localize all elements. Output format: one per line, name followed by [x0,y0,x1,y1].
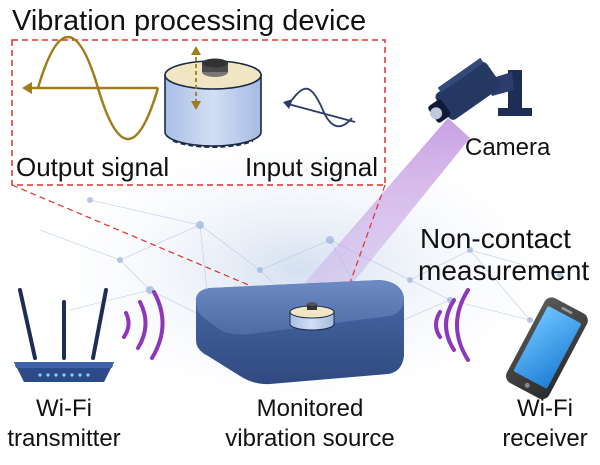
inset-dashed-box [11,39,386,186]
output-signal-label: Output signal [16,152,169,182]
measurement-label-line1: Non-contact [420,223,571,254]
wifi-router-icon [14,288,114,382]
input-signal-label: Input signal [245,152,378,182]
transmitter-label-line2: transmitter [7,425,120,452]
measurement-label-line2: measurement [418,255,589,286]
smartphone-icon [506,297,588,400]
security-camera-icon [428,57,532,123]
receiver-label-line2: receiver [502,425,587,452]
camera-label: Camera [465,134,551,161]
transmitter-label-line1: Wi-Fi [36,395,92,422]
inset-connector-lines [11,184,386,298]
receiver-label-line1: Wi-Fi [517,395,573,422]
processing-device-cylinder [164,46,262,148]
camera-beam [290,118,470,305]
wifi-signal-icon [122,290,165,360]
input-arrow-icon [283,99,293,109]
source-label-line1: Monitored [257,395,364,422]
vibration-source-box [196,280,404,385]
output-signal-wave [26,36,160,140]
receiver-wifi-signal-icon [434,288,470,362]
output-arrow-icon [22,82,32,94]
page-title: Vibration processing device [12,5,366,37]
source-label-line2: vibration source [225,425,394,452]
input-signal-wave [287,87,356,128]
